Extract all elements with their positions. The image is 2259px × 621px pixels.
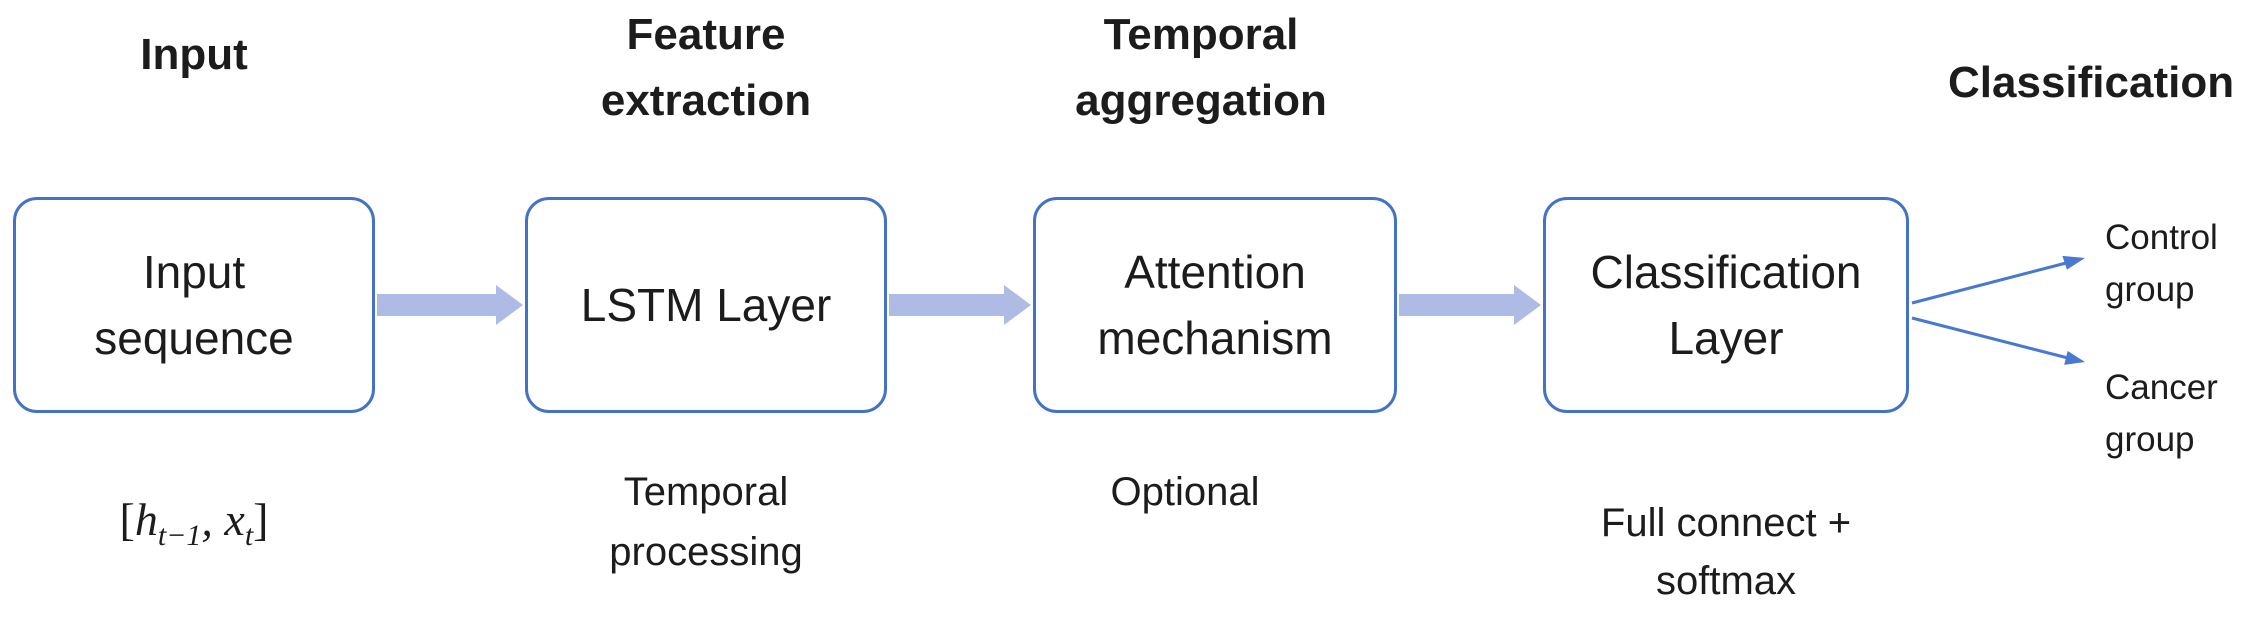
branch-arrows: [1911, 255, 2085, 365]
arrow-shaft: [889, 294, 1004, 316]
output-label-line: group: [2105, 270, 2195, 309]
branch-arrowhead-control-icon: [2062, 255, 2085, 270]
node-lstm-layer: LSTM Layer: [525, 197, 887, 413]
stage-header-input: Input: [13, 22, 375, 88]
sublabel-temporal-processing: Temporal processing: [525, 462, 887, 582]
input-vector-formula: [ht−1, xt]: [13, 488, 375, 552]
node-input-sequence: Input sequence: [13, 197, 375, 413]
formula-var-x: x: [224, 494, 245, 545]
branch-arrowhead-cancer-icon: [2064, 351, 2085, 365]
node-label-line: sequence: [94, 312, 294, 364]
sublabel-line: Optional: [1110, 470, 1260, 514]
node-label-line: mechanism: [1097, 312, 1333, 364]
output-label-line: Cancer: [2105, 368, 2218, 407]
node-attention-mechanism: Attention mechanism: [1033, 197, 1397, 413]
sublabel-line: Temporal: [623, 470, 789, 514]
stage-header-temporal-aggregation: Temporal aggregation: [1020, 2, 1382, 134]
flow-arrow-lstm-to-attention: [889, 285, 1031, 325]
stage-header-feature-extraction: Feature extraction: [525, 2, 887, 134]
formula-subscript-t-minus-1: t−1: [157, 519, 202, 553]
output-label-cancer-group: Cancer group: [2105, 362, 2218, 466]
arrowhead-icon: [1514, 285, 1541, 325]
arrow-shaft: [1399, 294, 1514, 316]
output-label-line: group: [2105, 420, 2195, 459]
arrowhead-icon: [496, 285, 523, 325]
formula-close-bracket: ]: [253, 494, 269, 545]
stage-header-classification: Classification: [1948, 50, 2254, 116]
sublabel-full-connect-softmax: Full connect + softmax: [1543, 494, 1909, 610]
output-label-control-group: Control group: [2105, 212, 2218, 316]
branch-arrow-control: [1911, 260, 2071, 305]
sublabel-optional: Optional: [1035, 462, 1335, 522]
stage-header-line: aggregation: [1075, 76, 1327, 125]
stage-header-line: Feature: [626, 10, 786, 59]
arrowhead-icon: [1004, 285, 1031, 325]
node-label-line: LSTM Layer: [580, 279, 832, 331]
node-label-line: Layer: [1668, 312, 1784, 364]
node-classification-layer: Classification Layer: [1543, 197, 1909, 413]
arrow-shaft: [377, 294, 496, 316]
formula-subscript-t: t: [244, 519, 254, 553]
stage-header-line: Temporal: [1103, 10, 1299, 59]
node-label-line: Input: [142, 246, 246, 298]
sublabel-line: processing: [609, 530, 803, 574]
stage-header-line: Input: [140, 30, 248, 79]
formula-comma: ,: [201, 494, 225, 545]
node-label-line: Attention: [1124, 246, 1306, 298]
stage-header-line: Classification: [1948, 58, 2235, 107]
sublabel-line: Full connect +: [1600, 501, 1852, 545]
node-label-line: Classification: [1590, 246, 1862, 298]
formula-var-h: h: [134, 494, 158, 545]
sublabel-line: softmax: [1655, 559, 1797, 603]
flow-arrow-attention-to-classification: [1399, 285, 1541, 325]
output-label-line: Control: [2105, 218, 2218, 257]
formula-open-bracket: [: [119, 494, 135, 545]
stage-header-line: extraction: [600, 76, 812, 125]
branch-arrow-cancer: [1911, 316, 2069, 360]
flow-arrow-input-to-lstm: [377, 285, 523, 325]
